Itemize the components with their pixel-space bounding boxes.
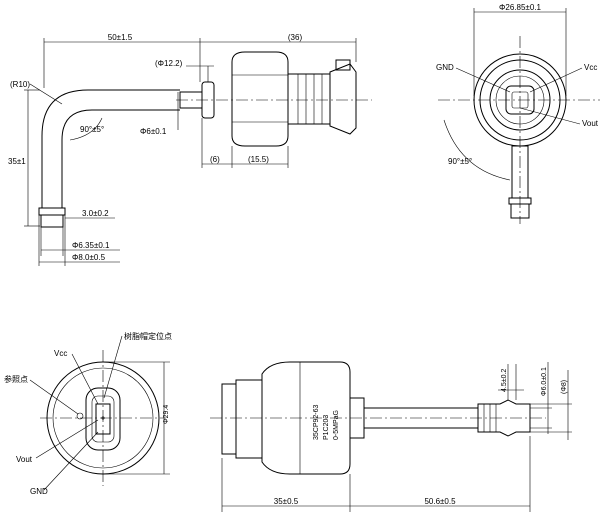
label-vcc-top: Vcc [584,63,597,72]
label-resin-cap: 树脂帽定位点 [124,331,172,341]
connector-latch [335,59,351,71]
dim-dia-6-0: Φ6.0±0.1 [541,367,548,396]
marking-line2: P1C203 [323,415,330,440]
tube-tip [40,214,64,228]
label-gnd-bottom: GND [30,487,48,496]
marking-line3: 0-5MPaG [333,410,340,440]
dim-height-35: 35±1 [8,157,26,166]
dim-len-15-5: (15.5) [248,155,269,164]
tube-outer-line [41,89,180,208]
side-view-top: 50±1.5 (36) (R10) (Φ12.2) 35±1 90°±5° Φ6… [8,33,372,266]
marking-line1: 35CP92-63 [313,404,320,440]
label-vcc-bottom: Vcc [54,349,67,358]
connector [329,63,357,135]
dim-angle-side: 90°±5° [448,157,472,166]
connector-left [221,383,237,455]
ribbed-section [287,73,331,125]
dim-length-top: 50±1.5 [108,33,133,42]
end-view-top: Φ26.85±0.1 GND Vcc Vout 90°±5° [436,3,600,224]
dim-dia-8: Φ8.0±0.5 [72,253,106,262]
dim-length-36: (36) [288,33,303,42]
dim-dia-6: Φ6±0.1 [140,127,167,136]
dim-dia-12-2: (Φ12.2) [155,59,183,68]
dim-dia-6-35: Φ6.35±0.1 [72,241,110,250]
dim-angle-90: 90°±5° [80,125,104,134]
dim-len-50-6: 50.6±0.5 [424,497,456,506]
dim-dia-29-4: Φ29.4 [163,405,170,424]
label-vout-bottom: Vout [16,455,33,464]
dim-len-4-5: 4.5±0.2 [501,369,508,392]
label-vout-top: Vout [582,119,599,128]
label-reference: 参照点 [4,374,28,384]
body-bottom [261,361,351,475]
tube-inner-line [61,109,180,208]
dim-len-6: (6) [210,155,220,164]
sensor-body [231,51,289,147]
side-view-bottom: 35CP92-63 P1C203 0-5MPaG 35±0.5 50.6±0.5… [210,361,572,512]
dim-len-3: 3.0±0.2 [82,209,109,218]
dim-len-35-bottom: 35±0.5 [274,497,299,506]
dim-dia-26-85: Φ26.85±0.1 [499,3,541,12]
label-gnd-top: GND [436,63,454,72]
tube-tip-ring [38,207,66,216]
dim-dia-8-paren: (Φ8) [561,380,568,394]
dim-radius: (R10) [10,80,30,89]
end-view-bottom: Φ29.4 树脂帽定位点 Vcc 参照点 Vout GND [4,331,172,496]
